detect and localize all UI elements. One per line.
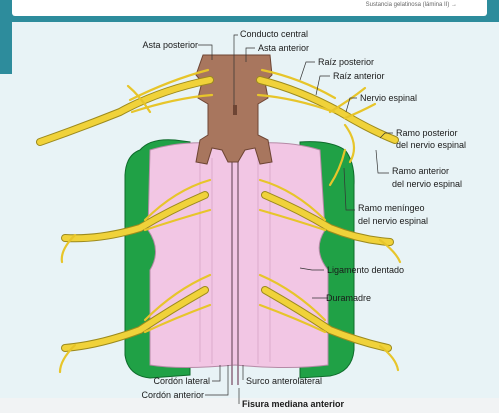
label-cordon-lateral: Cordón lateral xyxy=(120,376,210,387)
label-fisura-mediana-anterior: Fisura mediana anterior xyxy=(242,399,344,410)
label-asta-posterior: Asta posterior xyxy=(120,40,198,51)
label-ligamento-dentado: Ligamento dentado xyxy=(327,265,404,276)
central-canal xyxy=(233,105,237,115)
label-ramo-posterior-2: del nervio espinal xyxy=(396,140,466,151)
label-surco-anterolateral: Surco anterolateral xyxy=(246,376,322,387)
label-raiz-anterior: Raíz anterior xyxy=(333,71,385,82)
label-duramadre: Duramadre xyxy=(326,293,371,304)
label-ramo-anterior-1: Ramo anterior xyxy=(392,166,449,177)
label-raiz-posterior: Raíz posterior xyxy=(318,57,374,68)
label-ramo-meningeo-2: del nervio espinal xyxy=(358,216,428,227)
label-ramo-meningeo-1: Ramo meníngeo xyxy=(358,203,425,214)
label-ramo-anterior-2: del nervio espinal xyxy=(392,179,462,190)
label-cordon-anterior: Cordón anterior xyxy=(110,390,204,401)
label-asta-anterior: Asta anterior xyxy=(258,43,309,54)
label-ramo-posterior-1: Ramo posterior xyxy=(396,128,458,139)
label-nervio-espinal: Nervio espinal xyxy=(360,93,417,104)
label-conducto-central: Conducto central xyxy=(240,29,308,40)
